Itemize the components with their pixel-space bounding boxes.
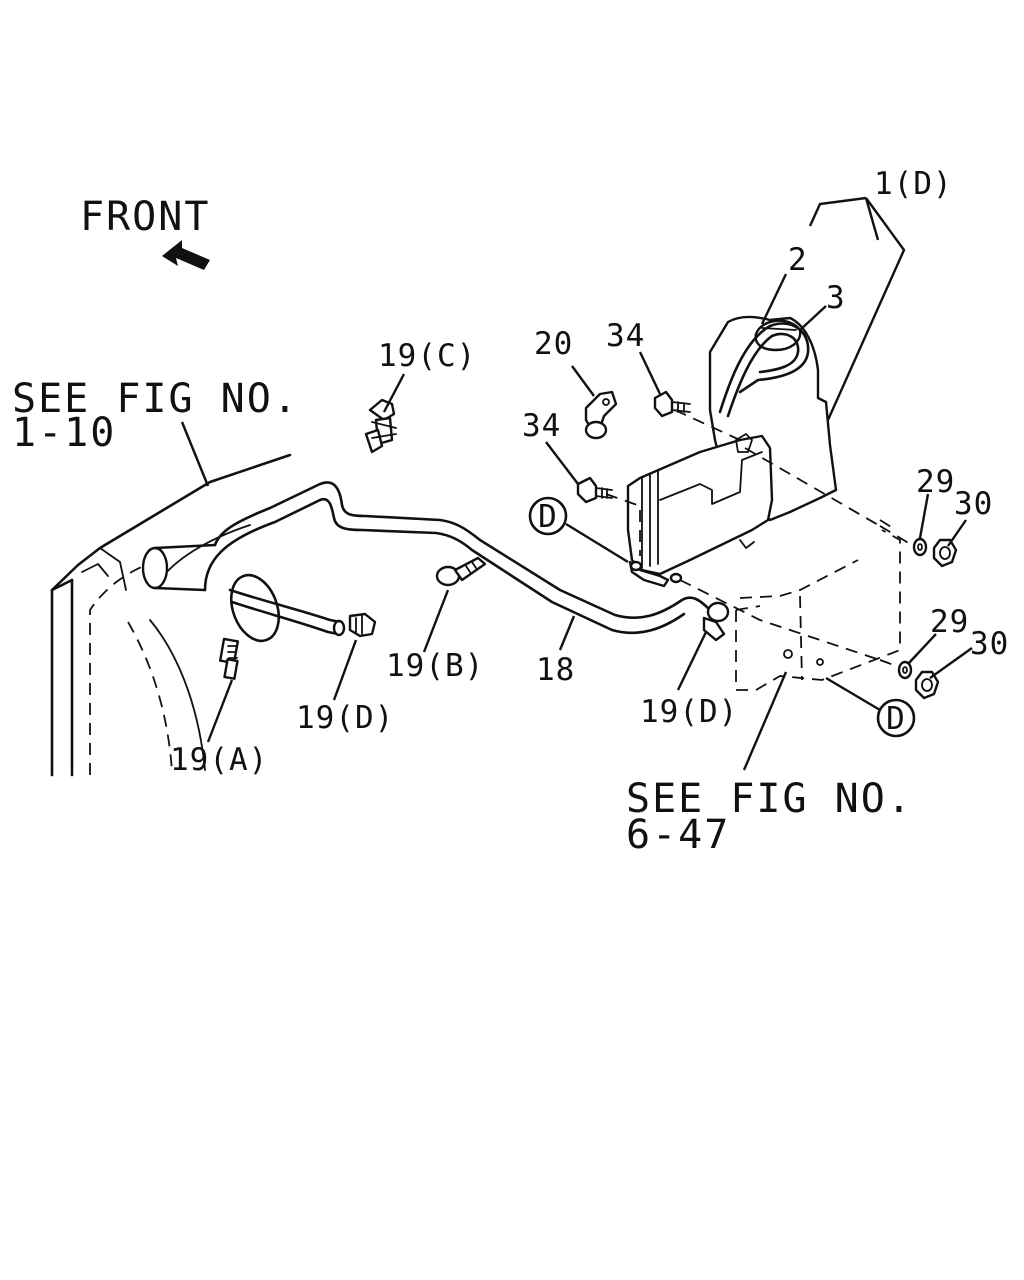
callout-19b: 19(B) [386, 648, 484, 684]
fig-ref-1-leader [180, 421, 210, 487]
marker-d-right: D [825, 676, 916, 738]
front-arrow-icon [162, 240, 210, 270]
alignment-lines [605, 409, 913, 669]
callout-29-upper: 29 [916, 464, 955, 500]
leader-lines [206, 196, 973, 771]
callout-1d: 1(D) [874, 166, 953, 202]
overflow-pipe [203, 481, 712, 635]
hose-loop [228, 573, 346, 643]
clip-20-icon [584, 390, 618, 440]
callout-19a: 19(A) [170, 742, 268, 778]
bolt-34-lower-icon [576, 476, 613, 504]
radiator-hose-stub [141, 543, 217, 592]
callout-20: 20 [534, 326, 573, 362]
nut-30-lower-icon [914, 670, 940, 700]
clip-19d-left-icon [348, 612, 377, 638]
mounting-bracket [735, 519, 901, 691]
callout-18: 18 [536, 652, 575, 688]
front-label: FRONT [80, 194, 210, 240]
bolt-34-upper-icon [653, 390, 691, 418]
callout-19d-left: 19(D) [296, 700, 394, 736]
washer-29-upper-icon [912, 537, 928, 557]
callout-30-lower: 30 [970, 626, 1009, 662]
callout-19d-right: 19(D) [640, 694, 738, 730]
fig-ref-1-line1: SEE FIG NO. [12, 376, 299, 422]
marker-d-left: D [528, 496, 629, 564]
callout-2: 2 [788, 242, 808, 278]
callout-19c: 19(C) [378, 338, 476, 374]
marker-d-left-text: D [538, 499, 558, 535]
reserve-tank [626, 315, 838, 588]
clip-19d-right-icon [702, 601, 730, 642]
callout-30-upper: 30 [954, 486, 993, 522]
washer-29-lower-icon [897, 660, 913, 680]
nut-30-upper-icon [932, 538, 958, 568]
clip-19b-icon [435, 556, 487, 587]
callout-34-lower: 34 [522, 408, 561, 444]
callout-29-lower: 29 [930, 604, 969, 640]
clamp-19a-icon [218, 637, 240, 680]
fig-ref-6-line1: SEE FIG NO. [626, 776, 913, 822]
radiator-shroud [50, 453, 292, 777]
marker-d-right-text: D [886, 701, 906, 737]
callout-3: 3 [826, 280, 846, 316]
fig-ref-6-line2: 6-47 [626, 812, 730, 858]
fig-ref-1-line2: 1-10 [12, 410, 116, 456]
callout-34-upper: 34 [606, 318, 645, 354]
clip-19c-icon [364, 398, 397, 454]
